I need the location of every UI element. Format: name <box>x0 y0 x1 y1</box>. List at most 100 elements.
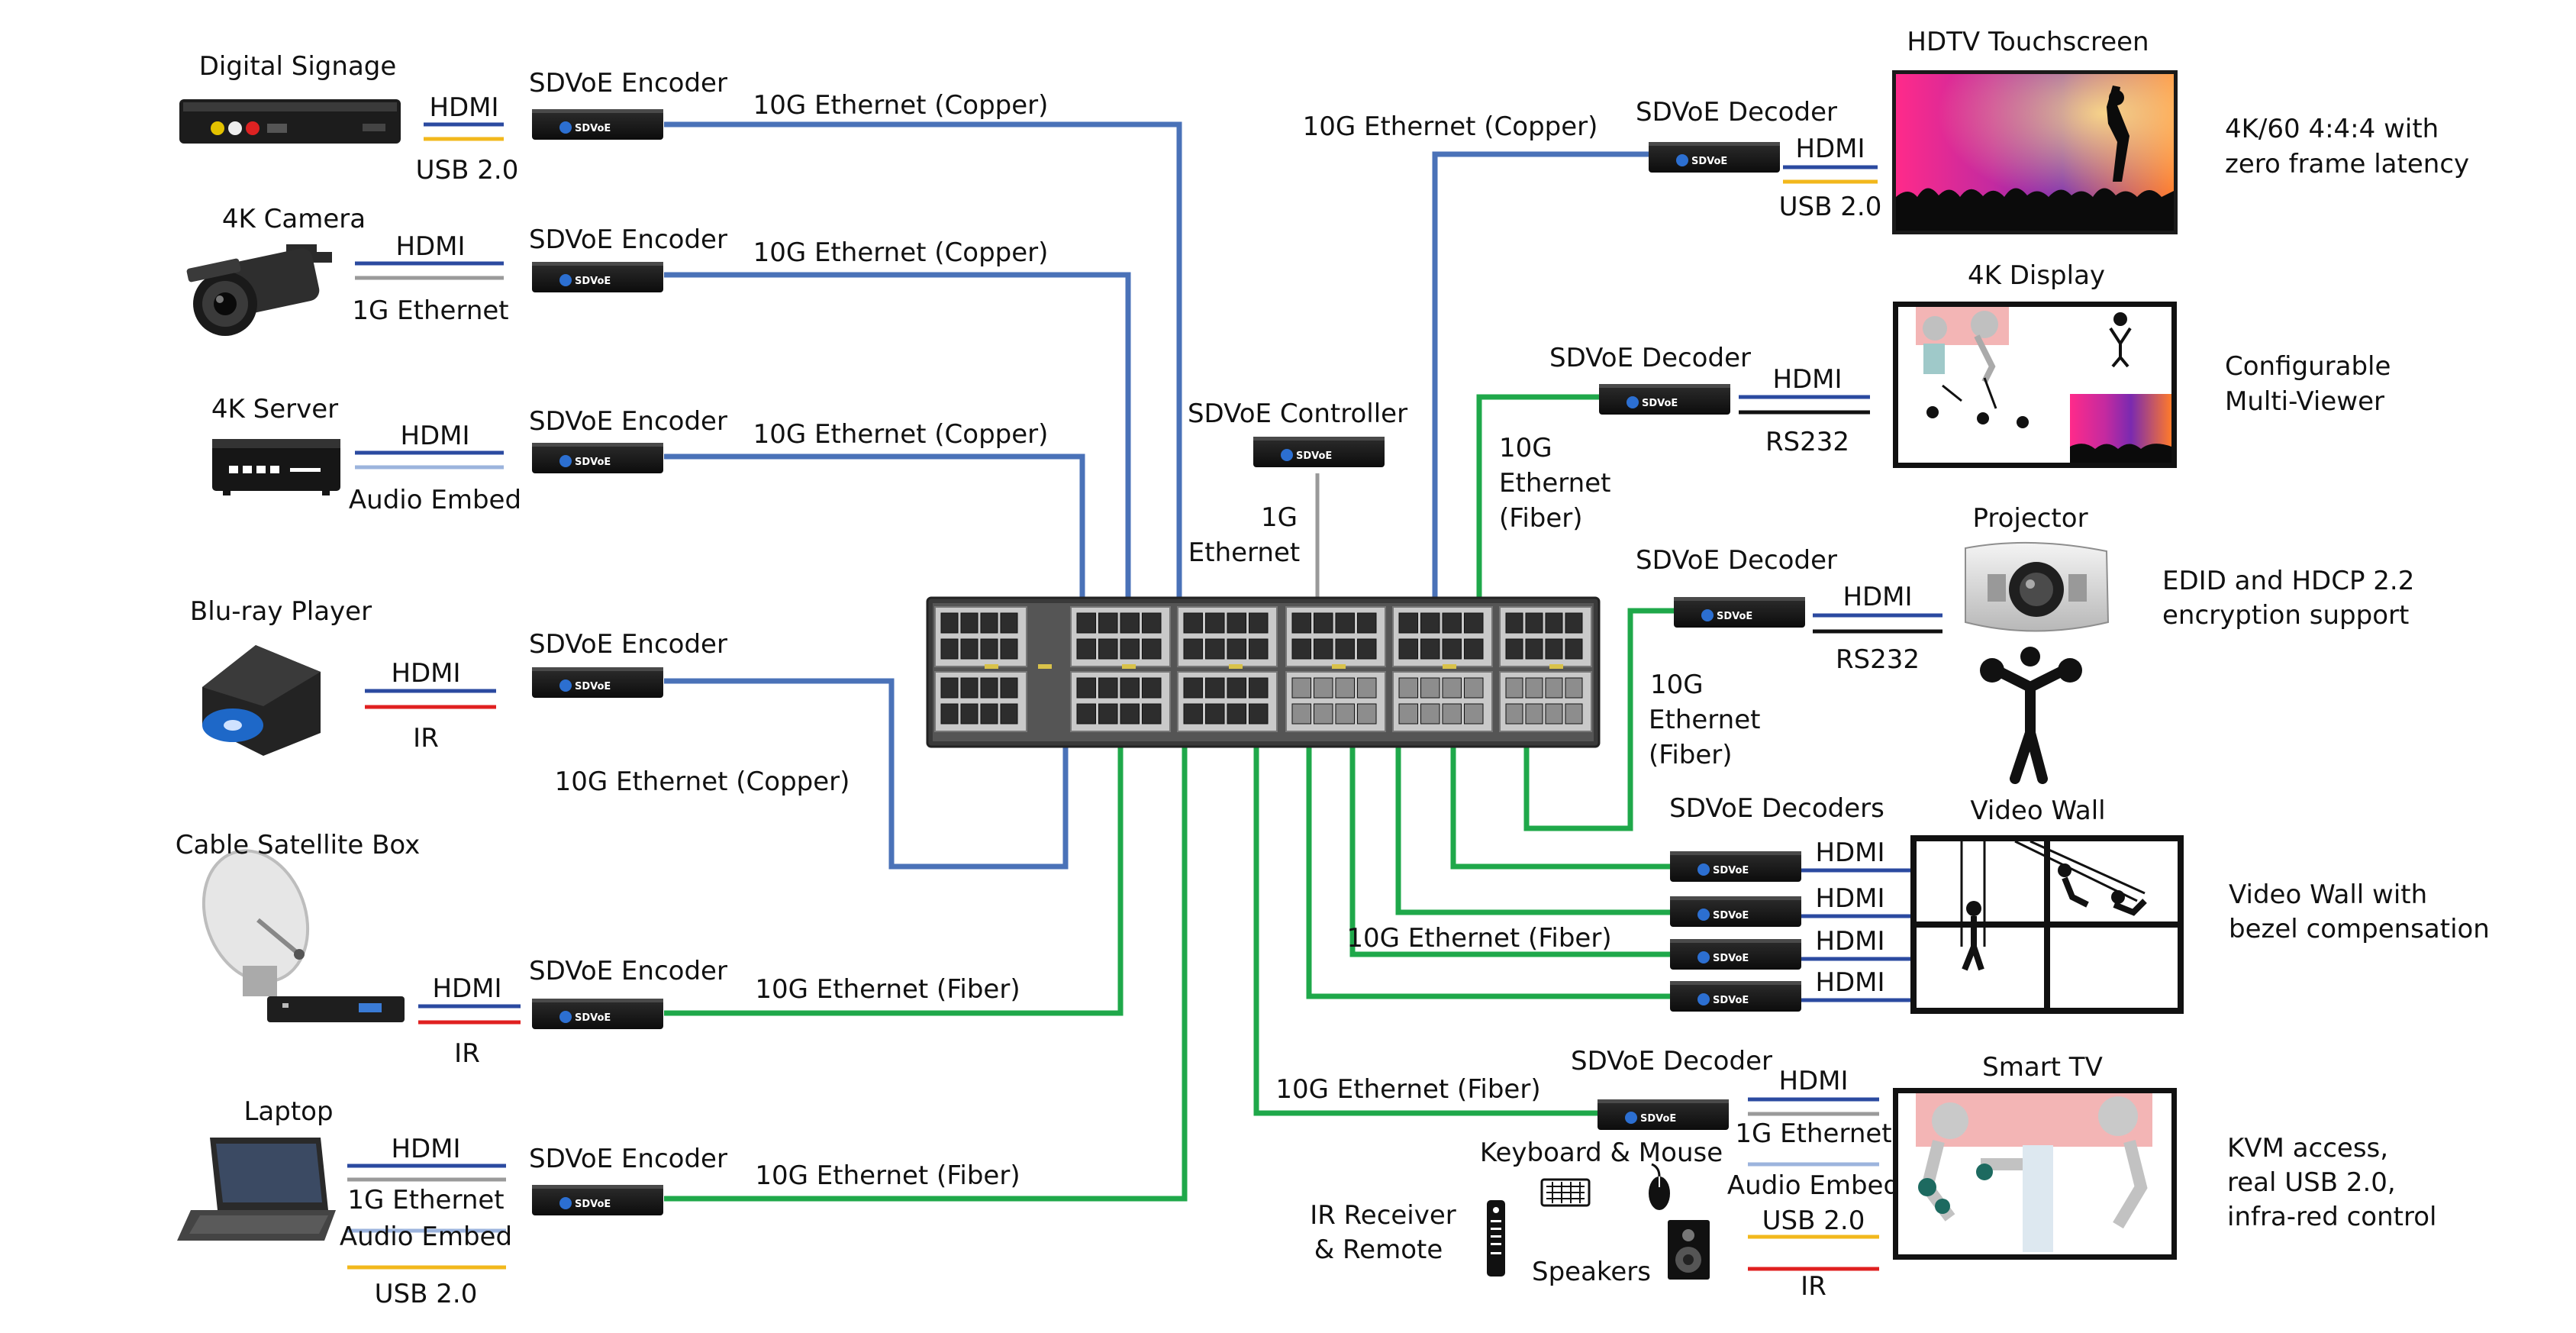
signal-label: HDMI <box>1843 582 1912 612</box>
smart-tv-screen-image <box>1893 1088 2177 1260</box>
link-label: 10G Ethernet (Copper) <box>753 237 1049 268</box>
peripheral-label: Keyboard & Mouse <box>1480 1138 1723 1168</box>
cable-fiber-projector <box>1523 608 1674 831</box>
unit-brand-label: SDVoE <box>1642 398 1678 409</box>
signal-label: 1G Ethernet <box>347 1185 504 1215</box>
signal-label: RS232 <box>1836 644 1920 675</box>
link-label: 10G <box>1650 670 1704 700</box>
server-icon <box>212 439 340 495</box>
link-label: 10G Ethernet (Fiber) <box>1275 1074 1540 1105</box>
sdvoe-box-icon: SDVoE <box>1649 142 1780 173</box>
signal-label: HDMI <box>400 421 469 451</box>
unit-brand-label: SDVoE <box>1713 995 1749 1006</box>
description-label: real USB 2.0, <box>2227 1167 2396 1198</box>
sdvoe-box-icon: SDVoE <box>532 443 663 473</box>
peripheral-label: Speakers <box>1532 1257 1651 1287</box>
signal-label: HDMI <box>1815 926 1884 957</box>
peripheral-label: IR Receiver <box>1310 1200 1456 1231</box>
description-label: EDID and HDCP 2.2 <box>2162 566 2414 596</box>
description-label: Multi-Viewer <box>2225 386 2384 417</box>
cable-copper-server <box>664 453 1085 598</box>
encoder-label: SDVoE Encoder <box>529 1144 727 1174</box>
decoder-label: SDVoE Decoders <box>1669 793 1884 824</box>
cable-copper-bluray <box>664 678 1069 870</box>
video-wall-image <box>1910 835 2184 1014</box>
signal-label: Audio Embed <box>340 1222 512 1252</box>
unit-brand-label: SDVoE <box>575 1199 611 1210</box>
unit-brand-label: SDVoE <box>575 1012 611 1024</box>
description-label: Video Wall with <box>2229 880 2427 910</box>
link-label: 10G Ethernet (Fiber) <box>1346 923 1611 954</box>
decoder-label: SDVoE Decoder <box>1549 343 1751 373</box>
sdvoe-box-icon: SDVoE <box>1253 437 1385 467</box>
description-label: infra-red control <box>2227 1202 2436 1232</box>
unit-brand-label: SDVoE <box>575 457 611 468</box>
peripheral-label: & Remote <box>1314 1235 1443 1265</box>
link-label: Ethernet <box>1649 705 1760 735</box>
unit-brand-label: SDVoE <box>1713 953 1749 964</box>
signal-label: IR <box>1801 1271 1826 1302</box>
signal-label: Audio Embed <box>1727 1170 1900 1201</box>
signal-label: HDMI <box>1815 838 1884 868</box>
sdvoe-box-icon: SDVoE <box>532 999 663 1029</box>
description-label: Configurable <box>2225 351 2391 382</box>
description-label: bezel compensation <box>2229 914 2490 944</box>
link-label: 10G Ethernet (Copper) <box>1303 111 1598 142</box>
cable-copper-signage <box>664 121 1182 598</box>
controller-label: SDVoE Controller <box>1188 399 1407 429</box>
keyboard-icon <box>1540 1178 1591 1207</box>
cable-copper-hdtv <box>1432 151 1649 598</box>
signal-label: USB 2.0 <box>1779 192 1882 222</box>
signal-label: USB 2.0 <box>416 155 519 186</box>
signal-label: HDMI <box>391 1134 460 1164</box>
remote-control-icon <box>1487 1200 1505 1277</box>
device-label: Blu-ray Player <box>190 596 372 627</box>
sdvoe-box-icon: SDVoE <box>1670 939 1801 970</box>
cable-copper-camera <box>664 272 1131 598</box>
hdtv-screen-image <box>1892 70 2178 234</box>
device-label: 4K Camera <box>222 204 366 234</box>
link-label: 10G Ethernet (Fiber) <box>755 974 1020 1005</box>
encoder-label: SDVoE Encoder <box>529 68 727 98</box>
link-label: (Fiber) <box>1649 740 1733 770</box>
multiviewer-screen-image <box>1893 302 2177 468</box>
decoder-label: SDVoE Decoder <box>1636 545 1837 576</box>
decoder-label: SDVoE Decoder <box>1636 97 1837 127</box>
sdvoe-box-icon: SDVoE <box>532 1185 663 1215</box>
cable-fiber-wall-3 <box>1349 747 1670 957</box>
signal-label: HDMI <box>429 92 498 123</box>
signal-label: RS232 <box>1765 427 1849 457</box>
signage-player-icon <box>179 99 401 144</box>
unit-brand-label: SDVoE <box>575 681 611 692</box>
unit-brand-label: SDVoE <box>1640 1113 1676 1125</box>
display-label: HDTV Touchscreen <box>1907 27 2149 57</box>
device-label: Cable Satellite Box <box>176 830 421 860</box>
signal-label: IR <box>413 723 439 754</box>
signal-label: 1G Ethernet <box>352 295 508 326</box>
link-label: 10G <box>1499 433 1552 463</box>
signal-label: HDMI <box>1815 883 1884 914</box>
sdvoe-box-icon: SDVoE <box>532 667 663 698</box>
cable-fiber-smarttv <box>1253 747 1598 1116</box>
link-label: 1G <box>1261 502 1298 533</box>
unit-brand-label: SDVoE <box>1296 450 1332 462</box>
cable-fiber-laptop <box>664 747 1188 1202</box>
decoder-label: SDVoE Decoder <box>1571 1046 1772 1076</box>
signal-label: HDMI <box>395 231 465 262</box>
signal-label: IR <box>454 1038 480 1069</box>
network-switch-icon <box>926 596 1601 748</box>
signal-label: USB 2.0 <box>1762 1206 1865 1236</box>
encoder-label: SDVoE Encoder <box>529 956 727 986</box>
signal-label: 1G Ethernet <box>1735 1118 1891 1149</box>
device-label: 4K Server <box>211 394 338 424</box>
signal-label: HDMI <box>1772 364 1842 395</box>
signal-label: USB 2.0 <box>375 1279 478 1309</box>
unit-brand-label: SDVoE <box>1713 910 1749 921</box>
mouse-icon <box>1649 1163 1670 1210</box>
cctv-camera-icon <box>186 244 332 336</box>
signal-label: HDMI <box>391 658 460 689</box>
display-label: Smart TV <box>1982 1052 2103 1083</box>
cable-fiber-4k <box>1476 394 1599 598</box>
unit-brand-label: SDVoE <box>1691 156 1727 167</box>
display-label: Projector <box>1972 503 2088 534</box>
